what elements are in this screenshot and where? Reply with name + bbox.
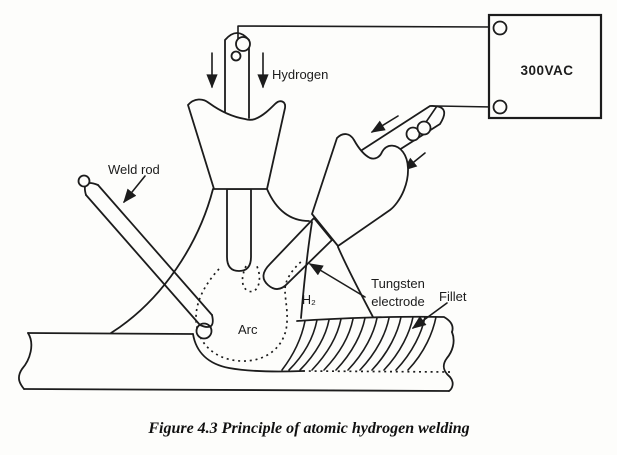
tungsten-label-line1: Tungsten	[371, 276, 425, 291]
gas-inlet-fitting	[416, 120, 432, 136]
fillet-weld-bead	[281, 315, 454, 373]
weld-rod-label: Weld rod	[108, 162, 160, 177]
arc-envelope	[195, 260, 303, 362]
weld-rod-leader	[123, 175, 146, 204]
h2-label: H₂	[302, 293, 316, 307]
weld-rod-end	[77, 174, 91, 188]
gas-cone-edges	[110, 188, 374, 334]
label-leaders	[123, 175, 448, 329]
fillet-label: Fillet	[439, 289, 467, 304]
left-tungsten-electrode	[226, 188, 252, 272]
fusion-baseline-dotted	[302, 370, 451, 373]
power-supply-box: 300VAC	[487, 13, 603, 120]
right-electrode-holder	[311, 133, 409, 247]
right-tungsten-electrode	[262, 217, 333, 290]
terminal-bottom	[492, 99, 508, 115]
weld-rod	[77, 174, 214, 340]
tungsten-label-line2: electrode	[371, 294, 424, 309]
gas-inlet-fitting-small	[230, 50, 242, 62]
fillet-leader	[411, 302, 448, 329]
figure-caption: Figure 4.3 Principle of atomic hydrogen …	[147, 420, 469, 437]
workpiece-plate	[18, 331, 455, 392]
left-torch-tube	[206, 32, 269, 119]
tungsten-electrode-leader	[308, 263, 366, 298]
hydrogen-flow-arrow-upper	[370, 115, 399, 133]
left-electrode-holder	[187, 98, 286, 190]
power-supply-label: 300VAC	[520, 63, 573, 78]
hydrogen-label: Hydrogen	[272, 67, 328, 82]
arc-label: Arc	[238, 322, 258, 337]
gas-inlet-fitting	[405, 126, 421, 142]
weld-pool-outline	[192, 333, 304, 373]
gas-inlet-fitting	[235, 36, 251, 52]
terminal-top	[492, 20, 508, 36]
